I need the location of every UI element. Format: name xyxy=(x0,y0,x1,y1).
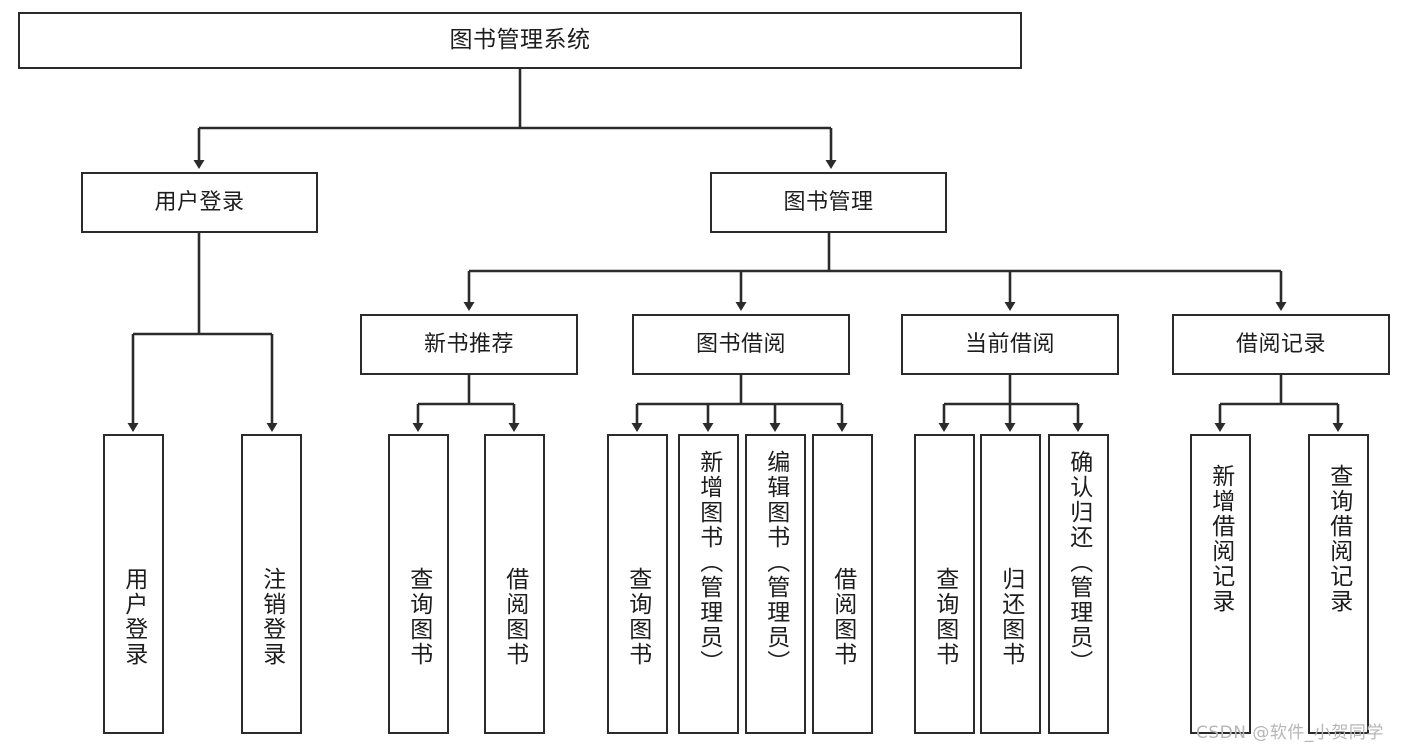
node-leaf-query-book-1[interactable]: 查询图书 xyxy=(388,434,449,734)
node-leaf-borrow-book-1[interactable]: 借阅图书 xyxy=(484,434,545,734)
csdn-watermark: CSDN @软件_小贺同学 xyxy=(1196,723,1384,743)
node-leaf-query-book-3[interactable]: 查询图书 xyxy=(914,434,975,734)
node-leaf-return-book-label: 归还图书 xyxy=(997,567,1024,667)
node-new-book-rec[interactable]: 新书推荐 xyxy=(360,314,578,375)
node-leaf-edit-book[interactable]: 编辑图书（管理员） xyxy=(745,434,806,734)
node-leaf-user-logout[interactable]: 注销登录 xyxy=(241,434,302,734)
node-leaf-query-book-2[interactable]: 查询图书 xyxy=(607,434,668,734)
node-leaf-query-book-1-label: 查询图书 xyxy=(405,567,432,667)
node-leaf-borrow-book-2[interactable]: 借阅图书 xyxy=(812,434,873,734)
node-book-borrow-label: 图书借阅 xyxy=(695,331,786,357)
node-book-manage-label: 图书管理 xyxy=(783,189,874,215)
node-leaf-borrow-book-1-label: 借阅图书 xyxy=(501,567,528,667)
node-user-login-label: 用户登录 xyxy=(154,189,245,215)
node-root-label: 图书管理系统 xyxy=(449,26,591,53)
node-leaf-query-record-label: 查询借阅记录 xyxy=(1325,464,1352,614)
node-leaf-query-record[interactable]: 查询借阅记录 xyxy=(1308,434,1369,734)
node-leaf-edit-book-label: 编辑图书（管理员） xyxy=(762,450,789,675)
node-book-manage[interactable]: 图书管理 xyxy=(710,172,947,233)
node-borrow-record[interactable]: 借阅记录 xyxy=(1172,314,1390,375)
node-leaf-add-record[interactable]: 新增借阅记录 xyxy=(1190,434,1251,734)
node-leaf-add-book-label: 新增图书（管理员） xyxy=(695,450,722,675)
node-leaf-borrow-book-2-label: 借阅图书 xyxy=(829,567,856,667)
node-leaf-user-login-label: 用户登录 xyxy=(120,567,147,667)
node-book-borrow[interactable]: 图书借阅 xyxy=(632,314,850,375)
node-current-borrow[interactable]: 当前借阅 xyxy=(901,314,1119,375)
node-leaf-query-book-3-label: 查询图书 xyxy=(931,567,958,667)
node-leaf-return-book[interactable]: 归还图书 xyxy=(980,434,1041,734)
node-leaf-user-logout-label: 注销登录 xyxy=(258,567,285,667)
node-borrow-record-label: 借阅记录 xyxy=(1235,331,1326,357)
node-leaf-confirm-return-label: 确认归还（管理员） xyxy=(1065,450,1092,675)
node-leaf-add-record-label: 新增借阅记录 xyxy=(1207,464,1234,614)
node-leaf-query-book-2-label: 查询图书 xyxy=(624,567,651,667)
node-new-book-rec-label: 新书推荐 xyxy=(423,331,514,357)
node-leaf-add-book[interactable]: 新增图书（管理员） xyxy=(678,434,739,734)
node-leaf-confirm-return[interactable]: 确认归还（管理员） xyxy=(1048,434,1109,734)
node-current-borrow-label: 当前借阅 xyxy=(964,331,1055,357)
node-leaf-user-login[interactable]: 用户登录 xyxy=(103,434,164,734)
node-root[interactable]: 图书管理系统 xyxy=(18,12,1022,69)
node-user-login[interactable]: 用户登录 xyxy=(81,172,318,233)
